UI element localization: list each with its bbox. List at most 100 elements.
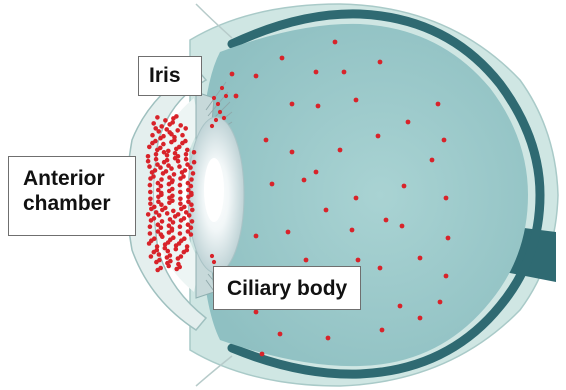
particle-dot (280, 56, 285, 61)
particle-dot (148, 183, 153, 188)
particle-dot (157, 213, 162, 218)
particle-dot (151, 121, 156, 126)
particle-dot (171, 209, 176, 214)
particle-dot (182, 236, 187, 241)
iris-label-text: Iris (149, 64, 181, 87)
particle-dot (286, 230, 291, 235)
particle-dot (189, 202, 194, 207)
particle-dot (152, 236, 157, 241)
particle-dot (166, 149, 171, 154)
particle-dot (148, 224, 153, 229)
particle-dot (159, 124, 164, 129)
particle-dot (171, 235, 176, 240)
particle-dot (170, 228, 175, 233)
particle-dot (168, 259, 173, 264)
particle-dot (170, 198, 175, 203)
particle-dot (153, 139, 158, 144)
particle-dot (147, 145, 152, 150)
particle-dot (183, 126, 188, 131)
particle-dot (436, 102, 441, 107)
particle-dot (178, 123, 183, 128)
particle-dot (160, 219, 165, 224)
particle-dot (172, 172, 177, 177)
particle-dot (166, 264, 171, 269)
particle-dot (234, 94, 239, 99)
particle-dot (154, 152, 159, 157)
particle-dot (160, 234, 165, 239)
particle-dot (254, 74, 259, 79)
particle-dot (212, 96, 216, 100)
particle-dot (212, 260, 216, 264)
particle-dot (151, 174, 156, 179)
particle-dot (170, 187, 175, 192)
particle-dot (302, 178, 307, 183)
particle-dot (169, 166, 174, 171)
particle-dot (189, 184, 194, 189)
particle-dot (398, 304, 403, 309)
anterior-label-line1: Anterior (23, 166, 135, 191)
particle-dot (446, 236, 451, 241)
particle-dot (254, 234, 259, 239)
particle-dot (254, 310, 259, 315)
particle-dot (156, 129, 161, 134)
particle-dot (182, 205, 187, 210)
particle-dot (163, 118, 168, 123)
particle-dot (171, 220, 176, 225)
particle-dot (158, 165, 163, 170)
particle-dot (356, 258, 361, 263)
particle-dot (444, 196, 449, 201)
particle-dot (164, 169, 169, 174)
particle-dot (154, 157, 159, 162)
particle-dot (147, 241, 152, 246)
particle-dot (260, 352, 265, 357)
particle-dot (189, 232, 194, 237)
particle-dot (178, 197, 183, 202)
particle-dot (177, 265, 182, 270)
particle-dot (168, 253, 173, 258)
particle-dot (165, 158, 170, 163)
particle-dot (187, 213, 192, 218)
particle-dot (165, 211, 170, 216)
particle-dot (174, 114, 179, 119)
particle-dot (181, 174, 186, 179)
particle-dot (418, 256, 423, 261)
particle-dot (218, 110, 222, 114)
particle-dot (165, 153, 170, 158)
particle-dot (264, 138, 269, 143)
particle-dot (185, 148, 190, 153)
particle-dot (333, 40, 338, 45)
particle-dot (290, 150, 295, 155)
particle-dot (155, 115, 160, 120)
particle-dot (177, 241, 182, 246)
particle-dot (180, 133, 185, 138)
particle-dot (184, 152, 189, 157)
particle-dot (146, 154, 151, 159)
particle-dot (376, 134, 381, 139)
particle-dot (148, 231, 153, 236)
particle-dot (148, 197, 153, 202)
particle-dot (157, 252, 162, 257)
particle-dot (378, 60, 383, 65)
particle-dot (192, 160, 197, 165)
particle-dot (161, 134, 166, 139)
anterior-chamber-label: Anterior chamber (8, 156, 136, 236)
particle-dot (159, 225, 164, 230)
particle-dot (166, 249, 171, 254)
particle-dot (444, 274, 449, 279)
particle-dot (146, 212, 151, 217)
particle-dot (189, 225, 194, 230)
particle-dot (342, 70, 347, 75)
particle-dot (210, 254, 214, 258)
particle-dot (176, 212, 181, 217)
particle-dot (326, 336, 331, 341)
particle-dot (166, 240, 171, 245)
particle-dot (378, 266, 383, 271)
particle-dot (191, 171, 196, 176)
particle-dot (148, 201, 153, 206)
particle-dot (224, 94, 228, 98)
particle-dot (172, 138, 177, 143)
particle-dot (402, 184, 407, 189)
particle-dot (153, 168, 158, 173)
particle-dot (182, 216, 187, 221)
particle-dot (418, 316, 423, 321)
